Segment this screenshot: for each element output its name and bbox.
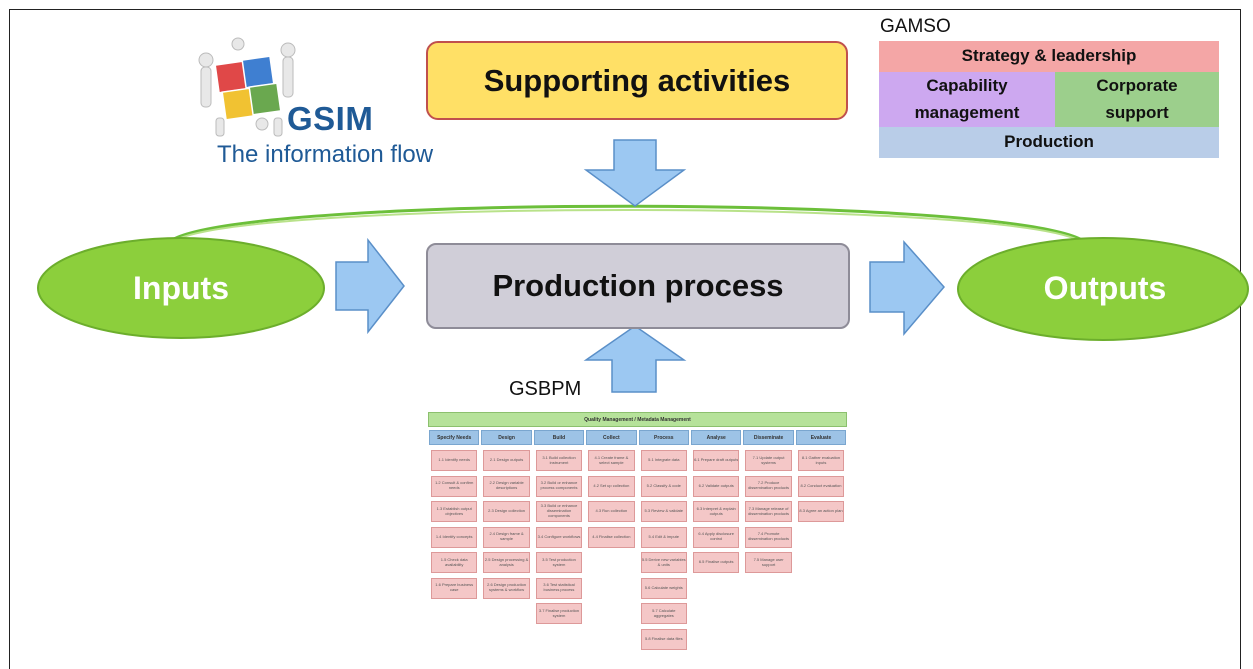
inputs-ellipse (37, 237, 325, 339)
gsim-logo-text: GSIM (287, 100, 374, 137)
gamso-production: Production (879, 127, 1219, 158)
gamso-corporate-support: Corporate support (1055, 72, 1219, 127)
gsbpm-subprocess: 2.5 Design processing & analysis (483, 552, 530, 573)
gsim-puzzle-icon (198, 37, 296, 137)
gsbpm-phase-header: Build (533, 430, 585, 445)
gsbpm-subprocess: 2.2 Design variable descriptions (483, 475, 530, 497)
gsbpm-subprocess: 5.3 Review & validate (640, 501, 687, 522)
gsbpm-subprocess: 7.3 Manage release of dissemination prod… (745, 501, 792, 522)
gsbpm-subprocess: 1.3 Establish output objectives (431, 501, 478, 522)
gsbpm-subprocess: 4.1 Create frame & select sample (588, 450, 635, 471)
gsbpm-subprocess: 5.7 Calculate aggregates (640, 603, 687, 624)
gsim-subtitle: The information flow (217, 141, 434, 168)
gsbpm-title: GSBPM (509, 378, 582, 400)
production-process-box: Production process (426, 243, 850, 329)
gsbpm-subprocess: 8.2 Conduct evaluation (797, 475, 845, 497)
gsbpm-subprocess: 2.3 Design collection (483, 501, 530, 522)
gsbpm-subprocess: 2.1 Design outputs (483, 450, 530, 471)
gsbpm-subprocess: 1.1 Identify needs (431, 450, 478, 471)
gsbpm-subprocess: 5.1 Integrate data (640, 450, 687, 471)
gsbpm-subprocess: 4.2 Set up collection (588, 475, 635, 497)
gsbpm-subprocess: 3.7 Finalise production system (535, 603, 583, 624)
gsbpm-subprocess: 3.2 Build or enhance process components (535, 475, 583, 497)
gsbpm-subprocess: 3.4 Configure workflows (535, 526, 583, 548)
gsbpm-phase-header: Design (481, 430, 532, 445)
gsbpm-subprocess: 7.2 Produce dissemination products (745, 475, 792, 497)
gsbpm-subprocess: 3.1 Build collection instrument (535, 450, 583, 471)
gsbpm-subprocess: 5.2 Classify & code (640, 475, 687, 497)
gsbpm-phase-header: Collect (586, 430, 637, 445)
gsbpm-phase-header: Disseminate (743, 430, 794, 445)
slide-frame (9, 9, 1241, 669)
inputs-outputs-connector (171, 204, 1083, 242)
gsbpm-phase-header: Evaluate (795, 430, 847, 445)
gsbpm-phase-header: Analyse (691, 430, 742, 445)
inputs-label: Inputs (133, 270, 229, 306)
down-arrow-icon (583, 139, 687, 207)
inputs-outputs-connector-inner (175, 209, 1079, 241)
gsbpm-phase-header: Specify Needs (429, 430, 480, 445)
gsbpm-subprocess: 3.3 Build or enhance dissemination compo… (535, 501, 583, 522)
gsbpm-subprocess: 3.5 Test production system (535, 552, 583, 573)
production-process-label: Production process (492, 268, 784, 303)
gsbpm-subprocess: 4.4 Finalise collection (588, 526, 635, 548)
gsbpm-subprocess: 5.4 Edit & impute (640, 526, 687, 548)
gsbpm-subprocess: 1.5 Check data availability (431, 552, 478, 573)
outputs-ellipse (957, 237, 1249, 341)
gsbpm-subprocess: 4.3 Run collection (588, 501, 635, 522)
gsbpm-matrix: Quality Management / Metadata Management… (428, 412, 848, 658)
gsbpm-subprocess: 1.2 Consult & confirm needs (431, 475, 478, 497)
gsbpm-subprocess: 5.6 Calculate weights (640, 577, 687, 599)
gsbpm-subprocess: 3.6 Test statistical business process (535, 577, 583, 599)
gsbpm-subprocess: 1.6 Prepare business case (431, 577, 478, 599)
gsbpm-subprocess: 6.3 Interpret & explain outputs (693, 501, 740, 522)
outputs-label: Outputs (1043, 270, 1167, 306)
gsbpm-subprocess: 7.5 Manage user support (745, 552, 792, 573)
supporting-activities-box: Supporting activities (426, 41, 848, 120)
gsbpm-phase-header: Process (638, 430, 689, 445)
gsbpm-subprocess: 1.4 Identify concepts (431, 526, 478, 548)
gsbpm-subprocess: 6.1 Prepare draft outputs (693, 450, 740, 471)
gsbpm-subprocess: 2.6 Design production systems & workflow (483, 577, 530, 599)
right-arrow-icon (869, 240, 945, 337)
right-arrow-icon (335, 237, 405, 335)
gsbpm-subprocess: 5.8 Finalise data files (640, 628, 687, 650)
gsbpm-subprocess: 7.4 Promote dissemination products (745, 526, 792, 548)
gsbpm-subprocess: 6.4 Apply disclosure control (693, 526, 740, 548)
gamso-title: GAMSO (880, 16, 951, 37)
gsbpm-subprocess: 6.5 Finalise outputs (693, 552, 740, 573)
gsbpm-subprocess: 2.4 Design frame & sample (483, 526, 530, 548)
gamso-strategy-leadership: Strategy & leadership (879, 41, 1219, 72)
gsbpm-banner: Quality Management / Metadata Management (428, 412, 847, 427)
gsbpm-subprocess: 7.1 Update output systems (745, 450, 792, 471)
gsbpm-subprocess: 6.2 Validate outputs (693, 475, 740, 497)
supporting-activities-label: Supporting activities (483, 62, 791, 98)
gsbpm-subprocess: 8.1 Gather evaluation inputs (797, 450, 845, 471)
up-arrow-icon (583, 325, 687, 393)
gamso-capability-management: Capability management (879, 72, 1055, 127)
gsbpm-subprocess: 5.5 Derive new variables & units (640, 552, 687, 573)
gsbpm-subprocess: 8.3 Agree an action plan (797, 501, 845, 522)
